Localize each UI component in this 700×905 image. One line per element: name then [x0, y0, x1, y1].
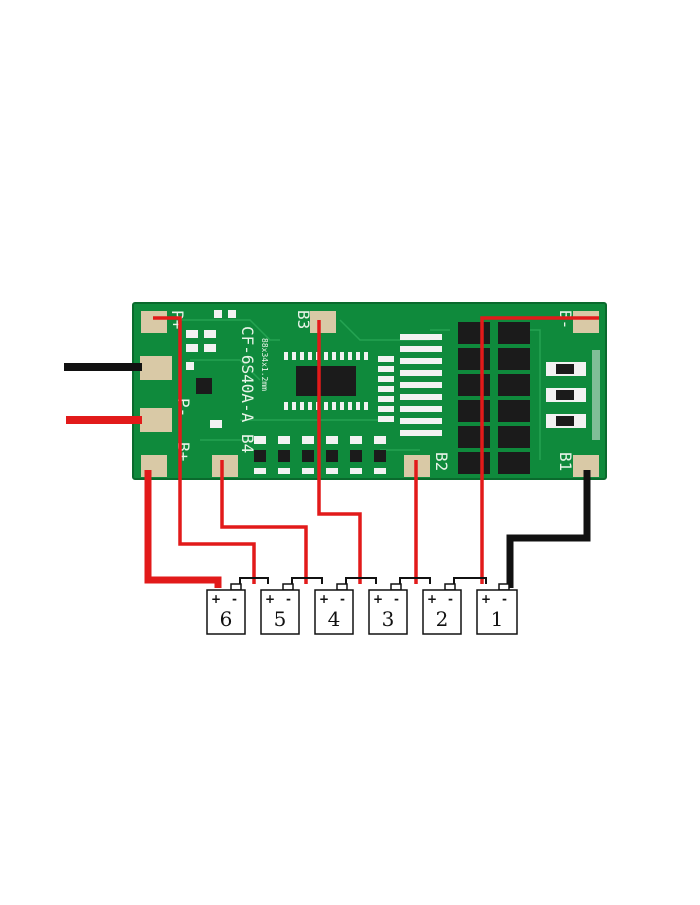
pad-p-minus-wire: [140, 408, 172, 432]
silk-label-p-minus: P-: [174, 398, 193, 417]
cell-2-number: 2: [436, 607, 449, 631]
pad-p-plus-wire: [140, 356, 172, 380]
balance-wires: [144, 316, 599, 588]
resistor-column: [378, 356, 394, 422]
battery-cell-6: + - 6: [206, 583, 246, 635]
cell-1-plus-label: +: [481, 592, 491, 606]
cell-6-minus-label: -: [232, 592, 237, 606]
cell-5-number: 5: [274, 607, 287, 631]
cell-4-number: 4: [328, 607, 341, 631]
left-components: [186, 310, 236, 428]
cell-3-plus-label: +: [373, 592, 383, 606]
cell-1-number: 1: [491, 607, 504, 631]
silk-label-b3: B3: [294, 310, 313, 329]
battery-cells: + - 6 + - 5 + - 4 + - 3 +: [206, 583, 518, 635]
wire-b-minus-to-cell-1: [506, 470, 591, 588]
cell-2-minus-label: -: [448, 592, 453, 606]
cell-3-number: 3: [382, 607, 395, 631]
silk-label-b-plus: B+: [174, 442, 193, 461]
silk-label-b2: B2: [432, 452, 451, 471]
battery-cell-4: + - 4: [314, 583, 354, 635]
cell-3-minus-label: -: [394, 592, 399, 606]
silk-label-b1: B1: [556, 452, 575, 471]
battery-cell-2: + - 2: [422, 583, 462, 635]
wire-b1-to-cell-1-2: [480, 316, 599, 584]
cell-6-plus-label: +: [211, 592, 221, 606]
cell-1-minus-label: -: [502, 592, 507, 606]
cell-2-plus-label: +: [427, 592, 437, 606]
pad-b1: [573, 455, 599, 477]
pad-p: [141, 311, 167, 333]
protection-ic: [282, 352, 372, 410]
silk-label-b4: B4: [238, 434, 257, 453]
board-model-label: CF-6S40A-A: [238, 326, 257, 423]
pad-b-minus: [573, 311, 599, 333]
balance-row: [254, 436, 386, 474]
cell-6-number: 6: [220, 607, 233, 631]
cell-4-plus-label: +: [319, 592, 329, 606]
shunt-resistors: [546, 350, 600, 440]
wire-b3-to-cell-3-4: [317, 320, 362, 584]
pad-b3: [310, 311, 336, 333]
cell-4-minus-label: -: [340, 592, 345, 606]
cell-5-minus-label: -: [286, 592, 291, 606]
board-size-label: 88x34x1.2mm: [260, 338, 269, 391]
cell-5-plus-label: +: [265, 592, 275, 606]
pad-b4: [212, 455, 238, 477]
wire-p-to-cell-5-6: [153, 316, 256, 584]
battery-cell-1: + - 1: [476, 583, 518, 635]
wire-b4-to-cell-4-5: [220, 460, 308, 584]
pcb-board: P+ B3 B- P- B+ B4 B2 B1 CF-6S40A-A 88x34…: [132, 302, 607, 480]
battery-cell-3: + - 3: [368, 583, 408, 635]
series-links: [239, 577, 487, 584]
mosfet-small: [196, 378, 212, 394]
battery-cell-5: + - 5: [260, 583, 300, 635]
wire-b-plus-to-cell-6: [144, 470, 222, 588]
pcb-traces: [180, 319, 541, 460]
resistor-bank: [400, 334, 442, 436]
